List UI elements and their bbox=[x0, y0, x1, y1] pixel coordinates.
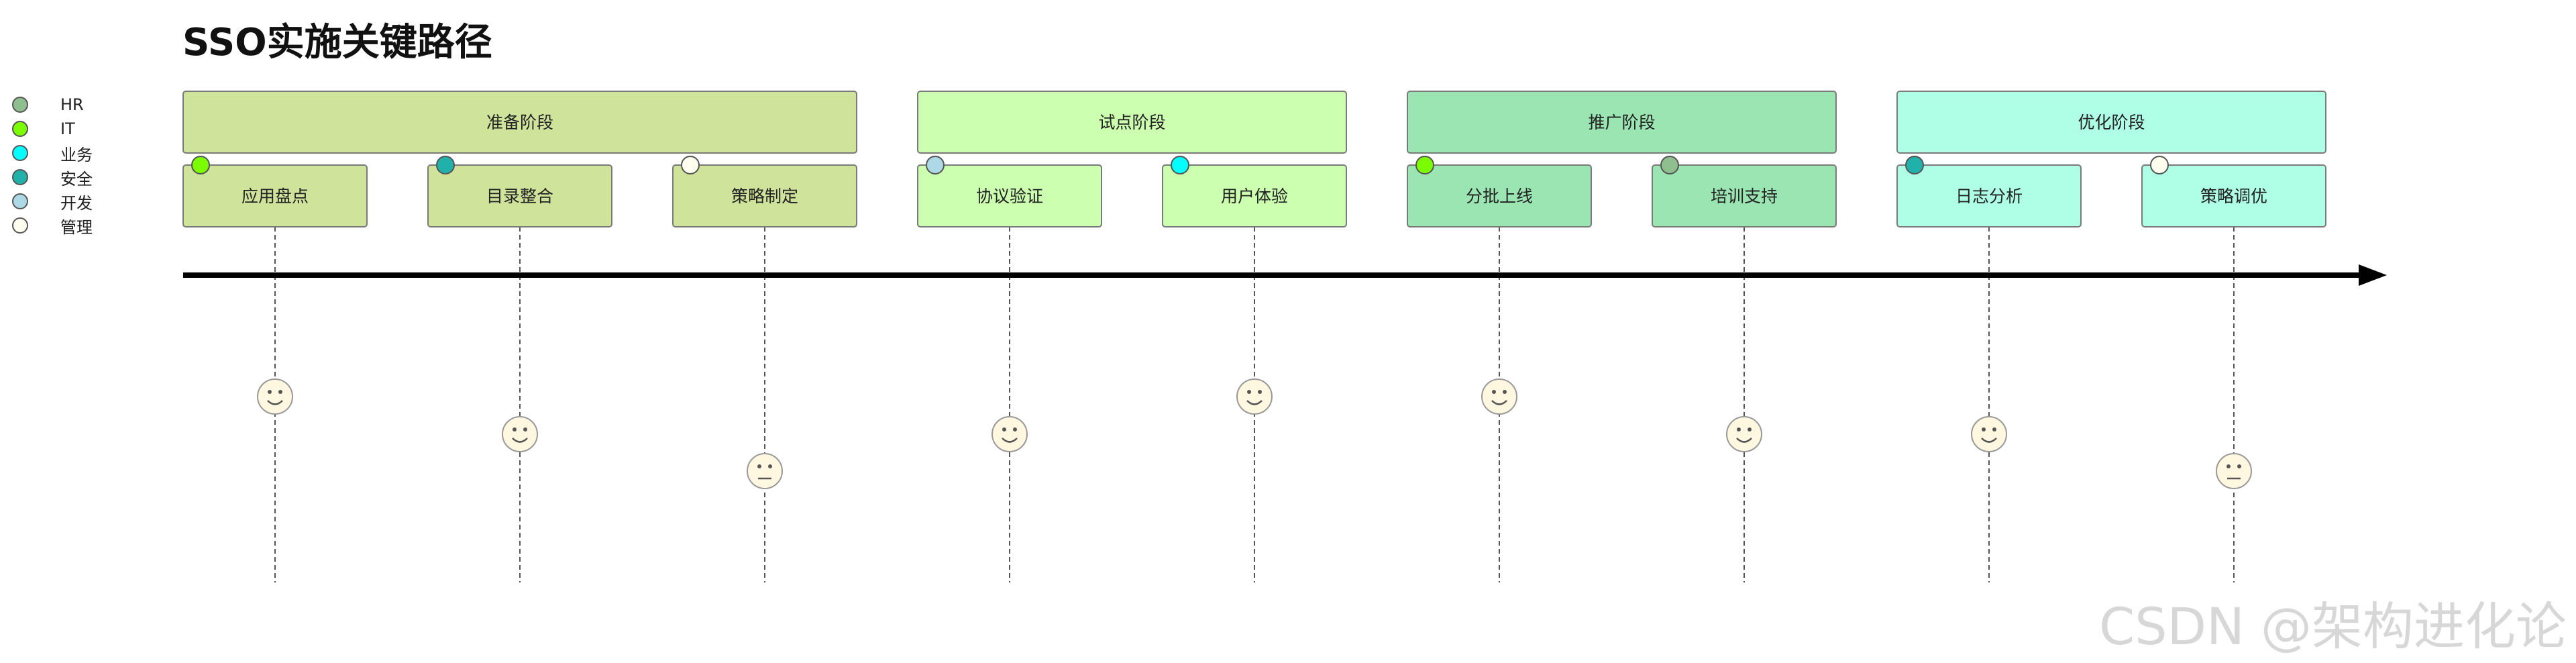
happy-face-icon bbox=[991, 416, 1028, 452]
actor-dot bbox=[1905, 156, 1924, 174]
task-label: 日志分析 bbox=[1955, 187, 2023, 206]
task-label: 用户体验 bbox=[1221, 187, 1288, 206]
face-eye bbox=[1748, 427, 1752, 431]
section-label: 试点阶段 bbox=[1098, 113, 1165, 132]
task-box bbox=[1896, 164, 2082, 227]
actor-dot bbox=[681, 156, 700, 174]
face-mouth bbox=[1491, 400, 1507, 405]
happy-face-icon bbox=[1481, 378, 1517, 415]
legend-label: 安全 bbox=[60, 169, 93, 189]
legend-dot bbox=[12, 97, 28, 113]
task-label: 分批上线 bbox=[1466, 187, 1533, 206]
face-eye bbox=[2237, 464, 2241, 468]
task-box bbox=[917, 164, 1102, 227]
actor-dot bbox=[436, 156, 455, 174]
task-box bbox=[1652, 164, 1837, 227]
watermark: CSDN @架构进化论 bbox=[2099, 597, 2567, 656]
section-box bbox=[1896, 91, 2326, 154]
legend-label: 业务 bbox=[60, 145, 93, 164]
task-label: 应用盘点 bbox=[241, 187, 309, 206]
legend-dot bbox=[12, 121, 28, 137]
face-eye bbox=[278, 390, 282, 394]
legend-dot bbox=[12, 217, 28, 234]
section-box bbox=[182, 91, 857, 154]
legend-item: 开发 bbox=[12, 189, 93, 213]
face-eye bbox=[1002, 427, 1006, 431]
task-label: 培训支持 bbox=[1711, 187, 1778, 206]
task-label: 目录整合 bbox=[486, 187, 553, 206]
face-eye bbox=[1503, 390, 1507, 394]
face-mouth bbox=[512, 438, 528, 443]
task-box bbox=[1407, 164, 1592, 227]
face-mouth bbox=[1246, 400, 1263, 405]
timeline-arrowhead bbox=[2359, 264, 2387, 286]
section-box bbox=[917, 91, 1347, 154]
neutral-face-icon bbox=[747, 453, 783, 489]
legend-label: HR bbox=[60, 95, 84, 114]
task-box bbox=[1162, 164, 1347, 227]
actor-legend: HR IT 业务安全开发管理 bbox=[12, 93, 93, 238]
face-eye bbox=[523, 427, 527, 431]
face-eye bbox=[1258, 390, 1262, 394]
face-eye bbox=[1013, 427, 1017, 431]
task-box bbox=[427, 164, 612, 227]
neutral-face-icon bbox=[2216, 453, 2252, 489]
legend-item: 安全 bbox=[12, 165, 93, 189]
face-mouth bbox=[1002, 438, 1018, 443]
legend-label: 管理 bbox=[60, 217, 93, 237]
face-eye bbox=[1982, 427, 1986, 431]
task-box bbox=[672, 164, 857, 227]
legend-item: 管理 bbox=[12, 213, 93, 238]
actor-dot bbox=[191, 156, 210, 174]
task-label: 策略调优 bbox=[2200, 187, 2267, 206]
legend-label: IT bbox=[60, 119, 75, 138]
section-box bbox=[1407, 91, 1837, 154]
task-box bbox=[182, 164, 368, 227]
happy-face-icon bbox=[502, 416, 538, 452]
legend-dot bbox=[12, 169, 28, 185]
actor-dot bbox=[1660, 156, 1679, 174]
task-box bbox=[2141, 164, 2326, 227]
face-eye bbox=[513, 427, 517, 431]
face-mouth bbox=[1981, 438, 1997, 443]
section-label: 推广阶段 bbox=[1588, 113, 1655, 132]
face-eye bbox=[2226, 464, 2231, 468]
face-eye bbox=[1247, 390, 1251, 394]
actor-dot bbox=[1415, 156, 1434, 174]
happy-face-icon bbox=[1726, 416, 1762, 452]
legend-item: 业务 bbox=[12, 141, 93, 165]
happy-face-icon bbox=[1236, 378, 1273, 415]
face-eye bbox=[268, 390, 272, 394]
legend-label: 开发 bbox=[60, 193, 93, 213]
actor-dot bbox=[1171, 156, 1189, 174]
face-eye bbox=[1737, 427, 1741, 431]
diagram-title: SSO实施关键路径 bbox=[182, 21, 492, 64]
face-mouth bbox=[1736, 438, 1752, 443]
face-eye bbox=[757, 464, 761, 468]
face-eye bbox=[1992, 427, 1996, 431]
face-eye bbox=[768, 464, 772, 468]
legend-item: HR bbox=[12, 93, 93, 117]
legend-item: IT bbox=[12, 117, 93, 141]
task-label: 协议验证 bbox=[976, 187, 1043, 206]
actor-dot bbox=[2150, 156, 2169, 174]
actor-dot bbox=[926, 156, 945, 174]
legend-dot bbox=[12, 145, 28, 161]
happy-face-icon bbox=[257, 378, 293, 415]
face-eye bbox=[1492, 390, 1496, 394]
section-label: 优化阶段 bbox=[2078, 113, 2145, 132]
legend-dot bbox=[12, 193, 28, 209]
happy-face-icon bbox=[1971, 416, 2007, 452]
section-label: 准备阶段 bbox=[486, 113, 553, 132]
task-label: 策略制定 bbox=[731, 187, 798, 206]
face-mouth bbox=[267, 400, 283, 405]
